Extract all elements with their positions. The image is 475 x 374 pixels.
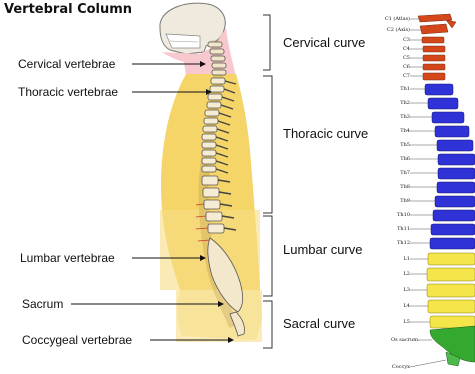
label-cervical-curve: Cervical curve	[283, 35, 365, 50]
vertebra-label: C7	[376, 73, 410, 79]
vertebra-label: Th7	[376, 170, 410, 176]
vertebra-label: Coccyx	[376, 364, 410, 370]
vertebra-label: L2	[376, 271, 410, 277]
vertebra-label: C2 (Axis)	[376, 27, 410, 33]
vertebra-label: Th5	[376, 142, 410, 148]
label-thoracic-curve: Thoracic curve	[283, 126, 368, 141]
lumbar-segment	[427, 253, 475, 328]
vertebra-label: Os sacrum	[384, 337, 418, 343]
vertebra-label: Th11	[376, 226, 410, 232]
vertebra-label: C6	[376, 64, 410, 70]
label-lumbar-vertebrae: Lumbar vertebrae	[20, 251, 115, 265]
label-cervical-vertebrae: Cervical vertebrae	[18, 57, 115, 71]
label-coccygeal-vertebrae: Coccygeal vertebrae	[22, 333, 132, 347]
vertebra-label: Th9	[376, 198, 410, 204]
cervical-segment	[418, 14, 456, 80]
label-thoracic-vertebrae: Thoracic vertebrae	[18, 85, 118, 99]
vertebra-label: C3	[376, 37, 410, 43]
diagram-title: Vertebral Column	[4, 2, 132, 17]
thoracic-segment	[425, 84, 475, 249]
vertebra-label: L5	[376, 319, 410, 325]
vertebra-label: C1 (Atlas)	[376, 16, 410, 22]
vertebra-label: Th3	[376, 114, 410, 120]
vertebra-label: Th6	[376, 156, 410, 162]
vertebra-label: Th4	[376, 128, 410, 134]
label-sacral-curve: Sacral curve	[283, 316, 355, 331]
vertebra-label: Th12	[376, 240, 410, 246]
vertebra-label: Th8	[376, 184, 410, 190]
vertebra-label: Th1	[376, 86, 410, 92]
vertebra-label: L3	[376, 287, 410, 293]
vertebra-label: Th2	[376, 100, 410, 106]
vertebra-label: L4	[376, 303, 410, 309]
vertebra-label: C5	[376, 55, 410, 61]
vertebra-label: L1	[376, 256, 410, 262]
label-lumbar-curve: Lumbar curve	[283, 242, 362, 257]
vertebra-label: Th10	[376, 212, 410, 218]
label-sacrum: Sacrum	[22, 297, 63, 311]
vertebra-label: C4	[376, 46, 410, 52]
